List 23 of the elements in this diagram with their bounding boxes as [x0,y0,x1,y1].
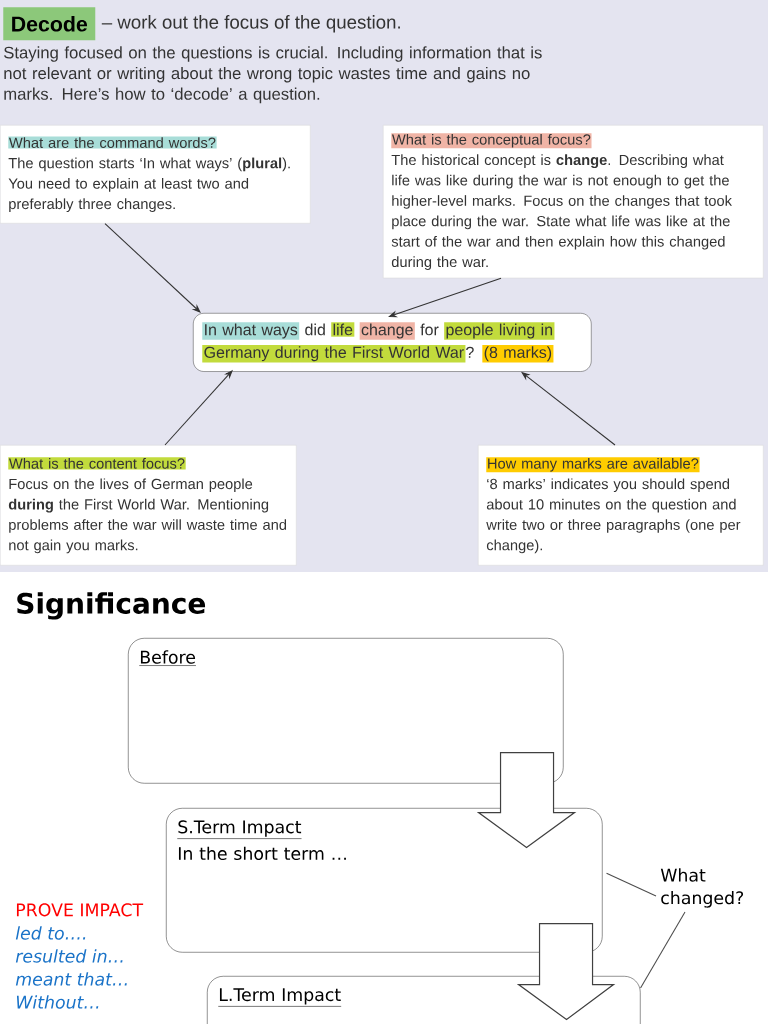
question-card: What is the conceptual focus? The historical concept is change. Describing what life was like during the war is not enough to get the higher-level marks. Focus on the changes that took place during the war. State what life was like at the start of the war and then explain how this changed during the war. [383,125,764,279]
prompt-text: led to…. [15,926,86,940]
decode-badge: Decode [3,7,96,41]
question-box: In what ways did life change for people living in Germany during the First World War? (8 marks) [193,313,592,372]
question-card: How many marks are available? ‘8 marks’ indicates you should spend about 10 minutes on the question and write two or three paragraphs (one per change). [478,445,764,566]
impact-box: S.Term Impact In the short term … [166,808,603,953]
intro-text: Staying focused on the questions is crucial. Including information that is not relevant or writing about the wrong topic wastes time and gains no marks. Here’s how to ‘decode’ a question. [4,46,542,104]
prompt-text: meant that… [15,972,127,986]
heading: Significance [17,592,206,620]
leader-line [606,872,657,897]
arrow [388,277,502,318]
question-text: What changed? [660,868,744,908]
block-arrow [516,922,616,1021]
leader-line [640,911,686,989]
arrow [104,223,201,313]
impact-box: Before [128,638,564,784]
prompt-text: PROVE IMPACT [16,903,144,917]
subtitle: – work out the focus of the question. [101,15,400,33]
block-arrow [476,751,577,849]
question-card: What is the content focus? Focus on the lives of German people during the First World War. Mentioning problems after the war will waste time and not gain you marks. [0,445,297,566]
question-card: What are the command words? The question starts ‘In what ways’ (plural). You need to explain at least two and preferably three changes. [0,125,311,224]
prompt-text: Without… [16,995,99,1009]
prompt-text: resulted in… [15,949,123,963]
